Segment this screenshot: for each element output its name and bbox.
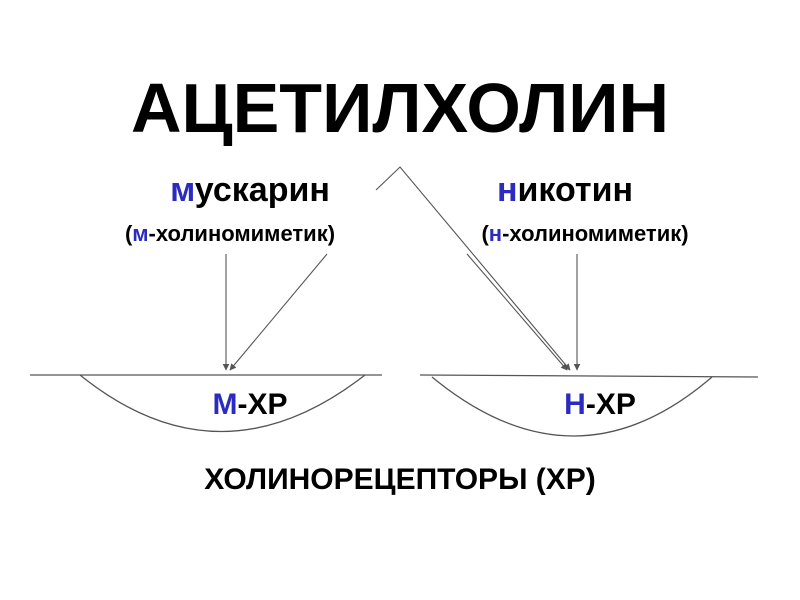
muscarine-sub-open: ( — [124, 221, 133, 246]
n-receptor-initial: Н — [564, 388, 586, 421]
nicotine-sub-rest: -холиномиметик) — [502, 221, 689, 246]
nicotine-rest: икотин — [517, 171, 634, 209]
arrow-acetylcholine-to-m-receptor — [229, 253, 328, 371]
nicotine-sub-initial: н — [488, 221, 503, 246]
m-receptor-initial: М — [212, 388, 238, 421]
membrane-line-right — [419, 374, 759, 378]
m-receptor-label: М-ХР — [150, 387, 350, 423]
nicotine-sub-open: ( — [481, 221, 489, 246]
nicotine-initial: н — [496, 171, 518, 209]
muscarine-label: мускарин — [100, 170, 400, 210]
m-receptor-rest: -ХР — [237, 388, 288, 421]
n-receptor-rest: -ХР — [585, 388, 636, 421]
nicotine-subtitle: (н-холиномиметик) — [430, 220, 740, 248]
muscarine-initial: м — [170, 171, 195, 209]
arrow-nicotine-to-n-receptor — [466, 253, 568, 371]
n-receptor-label: Н-ХР — [500, 387, 700, 423]
footer-caption: ХОЛИНОРЕЦЕПТОРЫ (ХР) — [204, 463, 596, 496]
muscarine-sub-initial: м — [132, 221, 149, 246]
acetylcholine-peak-line — [375, 166, 571, 371]
nicotine-label: никотин — [440, 170, 690, 210]
muscarine-rest: ускарин — [194, 171, 330, 209]
muscarine-subtitle: (м-холиномиметик) — [80, 220, 380, 248]
n-receptor-arc — [431, 376, 713, 437]
muscarine-sub-rest: -холиномиметик) — [148, 221, 336, 246]
m-receptor-arc — [79, 374, 366, 432]
page-title: АЦЕТИЛХОЛИН — [130, 69, 670, 147]
